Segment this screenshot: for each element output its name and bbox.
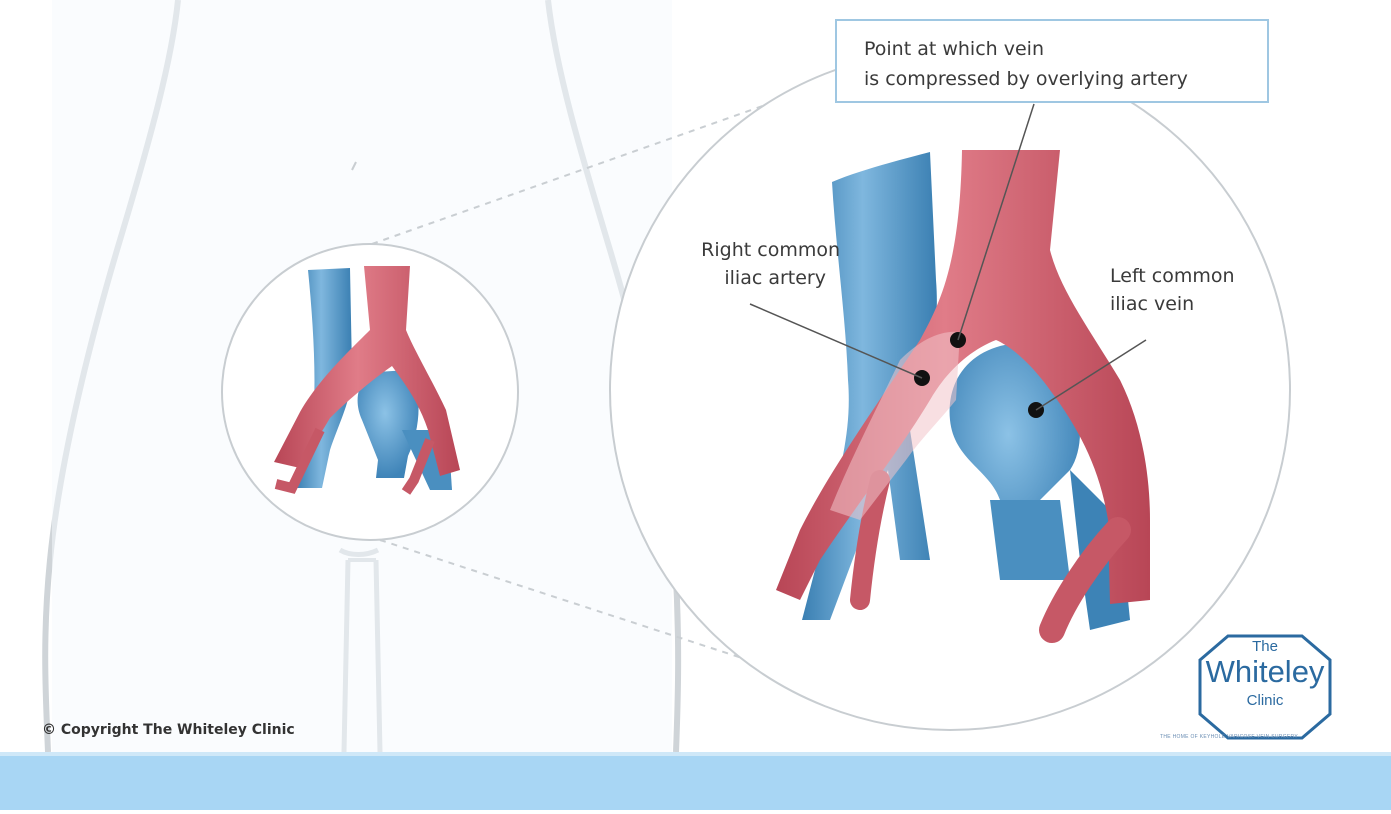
label-compression-point: Point at which vein is compressed by ove…	[864, 34, 1188, 94]
label-line: is compressed by overlying artery	[864, 64, 1188, 94]
label-line: iliac artery	[648, 264, 840, 292]
logo-tagline: THE HOME OF KEYHOLE VARICOSE VEIN SURGER…	[1160, 734, 1390, 740]
label-line: Right common	[648, 236, 840, 264]
label-left-common-iliac-vein: Left common iliac vein	[1110, 262, 1235, 318]
small-inset-circle	[222, 244, 518, 540]
logo-text: Clinic	[1200, 692, 1330, 709]
label-line: Point at which vein	[864, 34, 1188, 64]
label-line: Left common	[1110, 262, 1235, 290]
bottom-band	[0, 752, 1391, 810]
large-inset-circle	[610, 50, 1290, 730]
label-line: iliac vein	[1110, 290, 1235, 318]
label-right-common-iliac-artery: Right common iliac artery	[648, 236, 840, 292]
whiteley-clinic-logo: The Whiteley Clinic THE HOME OF KEYHOLE …	[1160, 630, 1390, 746]
logo-text: Whiteley	[1200, 654, 1330, 690]
logo-text: The	[1200, 638, 1330, 655]
copyright-notice: © Copyright The Whiteley Clinic	[42, 722, 295, 738]
